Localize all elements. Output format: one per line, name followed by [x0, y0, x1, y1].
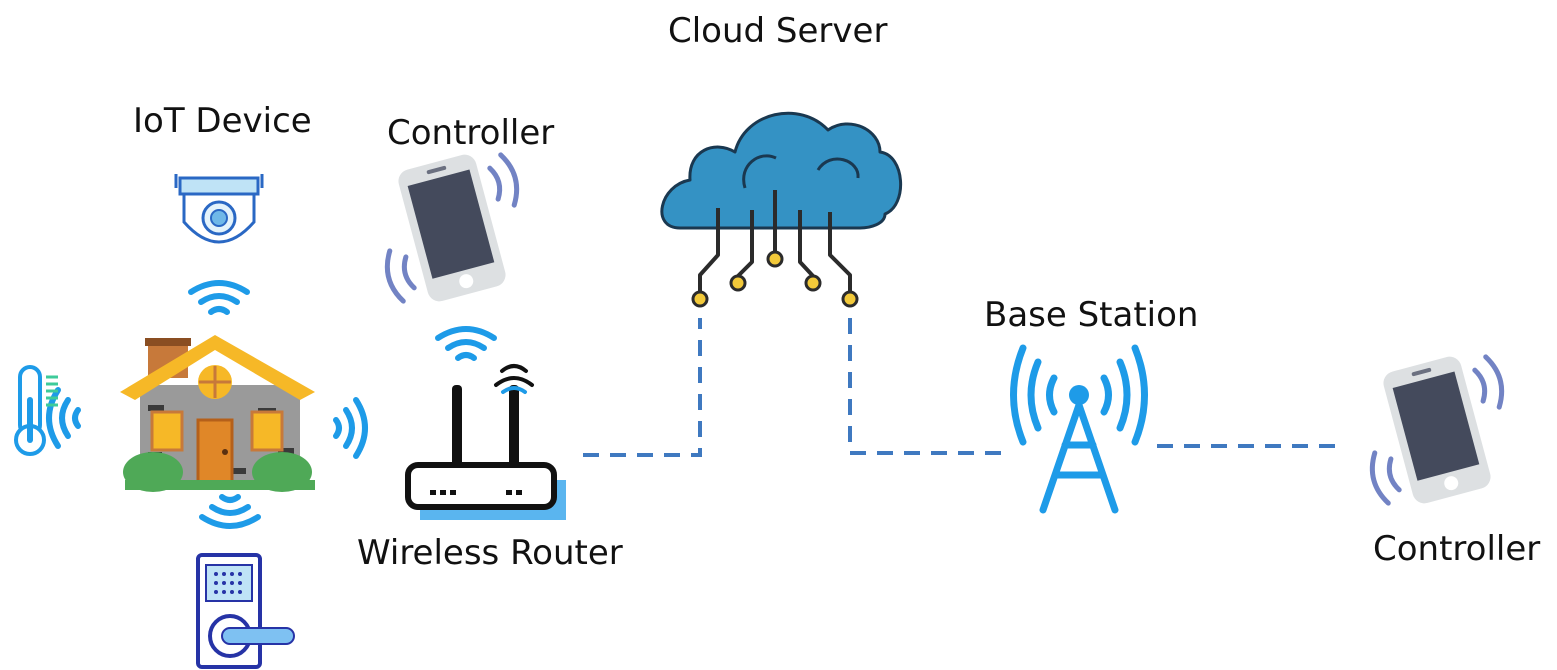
smart-home-icon: [120, 335, 315, 492]
controller-local-label: Controller: [387, 113, 555, 153]
cloud-server-label: Cloud Server: [668, 11, 888, 51]
security-camera-icon: [174, 174, 264, 244]
controller-remote-label: Controller: [1373, 529, 1541, 569]
smart-door-lock-icon: [196, 553, 295, 669]
controller-phone-remote: [1348, 345, 1526, 515]
base-station-label: Base Station: [984, 295, 1199, 335]
cloud-to-base-station-link: [848, 318, 1012, 455]
wireless-router-label: Wireless Router: [357, 533, 623, 573]
thermometer-icon: [14, 365, 58, 456]
cell-tower-icon: [1010, 344, 1148, 514]
network-links: [583, 318, 1335, 457]
iot-device-label: IoT Device: [133, 101, 312, 141]
cloud-server-icon: [660, 111, 902, 308]
wireless-router-icon: [405, 364, 566, 520]
router-to-cloud-link: [583, 318, 702, 457]
controller-phone-local: [363, 143, 541, 313]
